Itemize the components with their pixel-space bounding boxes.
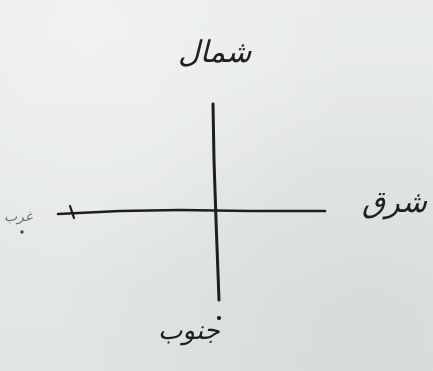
south-dot (217, 316, 221, 320)
west-end-tick (68, 204, 76, 220)
east-label: شرق (362, 185, 427, 220)
horizontal-axis-line (56, 208, 327, 216)
west-faint-dot (20, 230, 24, 234)
south-label: جنوب (158, 316, 220, 346)
vertical-axis-line (211, 102, 221, 302)
north-label: شمال (178, 35, 252, 70)
west-label: غرب (4, 209, 33, 225)
